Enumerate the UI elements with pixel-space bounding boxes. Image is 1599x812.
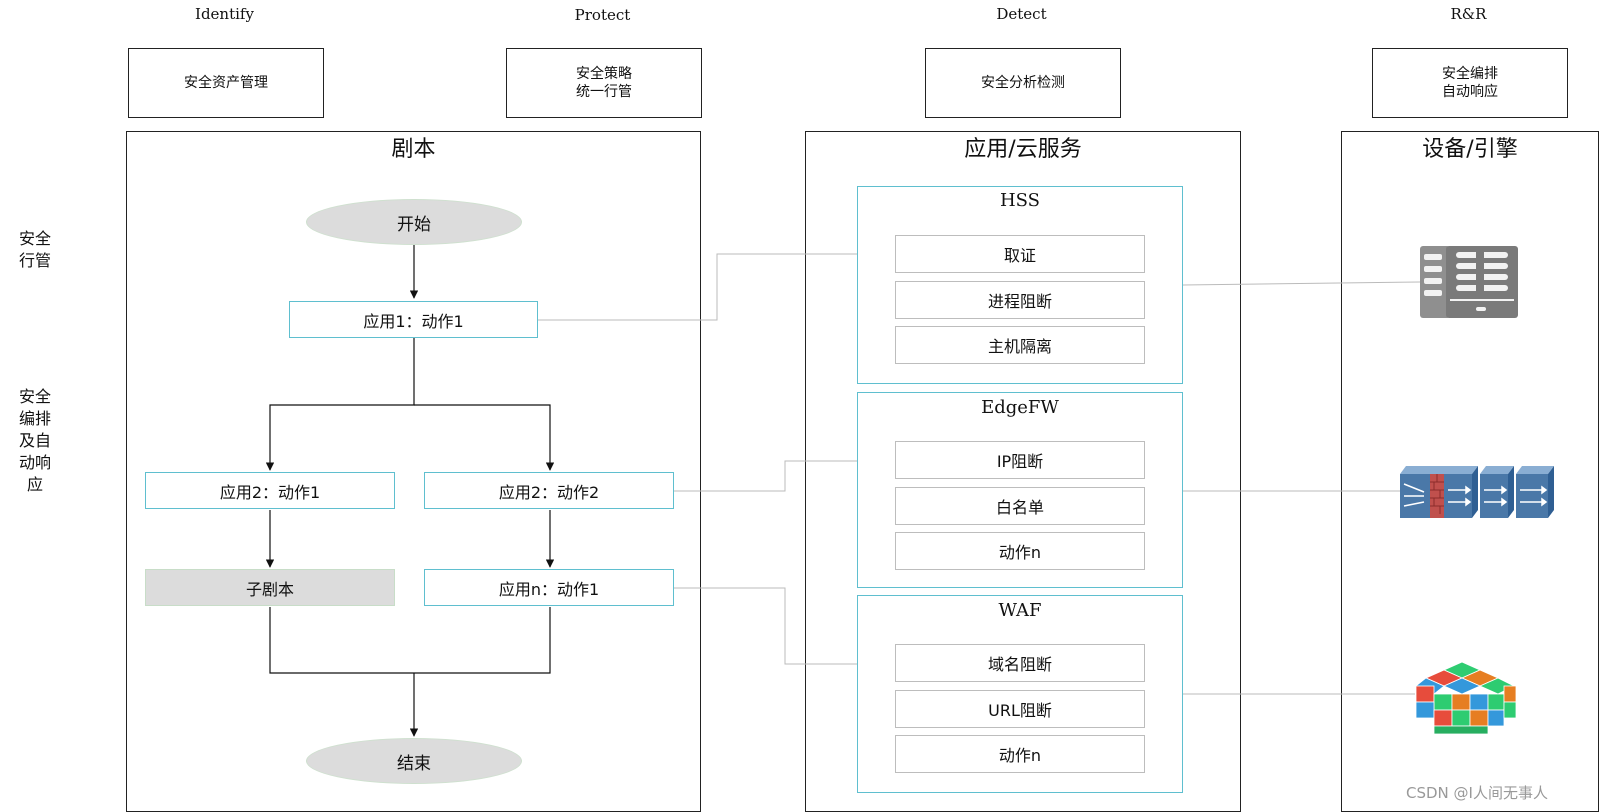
- top-box-line: 统一行管: [576, 84, 632, 100]
- service-title-hss: HSS: [999, 190, 1041, 211]
- side-label-line: 动响: [18, 453, 51, 472]
- watermark: CSDN @I人间无事人: [1406, 784, 1548, 802]
- playbook-title: 剧本: [391, 137, 436, 162]
- phase-label-detect: Detect: [996, 5, 1047, 23]
- side-label-line: 及自: [18, 431, 51, 450]
- action-process-block: 进程阻断: [895, 281, 1145, 319]
- devices-title: 设备/引擎: [1422, 137, 1518, 162]
- action-host-isolation: 主机隔离: [895, 326, 1145, 364]
- top-box-analysis-detection: 安全分析检测: [925, 48, 1121, 118]
- step-appn-action1: 应用n：动作1: [424, 569, 674, 606]
- side-label-line: 安全: [18, 387, 51, 406]
- side-label-line: 行管: [18, 251, 51, 270]
- side-label-line: 编排: [18, 409, 51, 428]
- top-box-line: 安全资产管理: [184, 75, 268, 91]
- action-url-block: URL阻断: [895, 690, 1145, 728]
- top-box-line: 安全策略: [576, 66, 632, 82]
- side-label-security-management: 安全 行管: [10, 228, 60, 272]
- cube-cluster-icon: [1415, 661, 1517, 735]
- top-box-policy-management: 安全策略 统一行管: [506, 48, 702, 118]
- side-label-orchestration: 安全 编排 及自 动响 应: [10, 386, 60, 496]
- phase-label-protect: Protect: [574, 6, 631, 24]
- step-app2-action1: 应用2：动作1: [145, 472, 395, 509]
- action-edgefw-n: 动作n: [895, 532, 1145, 570]
- end-node: 结束: [306, 738, 522, 784]
- action-waf-n: 动作n: [895, 735, 1145, 773]
- cloud-services-title: 应用/云服务: [964, 137, 1082, 162]
- top-box-line: 自动响应: [1442, 84, 1498, 100]
- top-box-line: 安全编排: [1442, 66, 1498, 82]
- top-box-line: 安全分析检测: [981, 75, 1065, 91]
- action-forensics: 取证: [895, 235, 1145, 273]
- phase-label-identify: Identify: [195, 5, 254, 23]
- start-node: 开始: [306, 199, 522, 245]
- step-sub-playbook: 子剧本: [145, 569, 395, 606]
- action-whitelist: 白名单: [895, 487, 1145, 525]
- step-app2-action2: 应用2：动作2: [424, 472, 674, 509]
- action-ip-block: IP阻断: [895, 441, 1145, 479]
- server-icon: [1420, 246, 1518, 318]
- side-label-line: 安全: [18, 229, 51, 248]
- service-title-edgefw: EdgeFW: [981, 397, 1059, 418]
- step-app1-action1: 应用1：动作1: [289, 301, 538, 338]
- phase-label-rr: R&R: [1450, 5, 1487, 23]
- top-box-asset-management: 安全资产管理: [128, 48, 324, 118]
- top-box-orchestration-response: 安全编排 自动响应: [1372, 48, 1568, 118]
- service-title-waf: WAF: [998, 600, 1042, 621]
- firewall-icon: [1400, 466, 1554, 518]
- action-domain-block: 域名阻断: [895, 644, 1145, 682]
- side-label-line: 应: [26, 475, 43, 494]
